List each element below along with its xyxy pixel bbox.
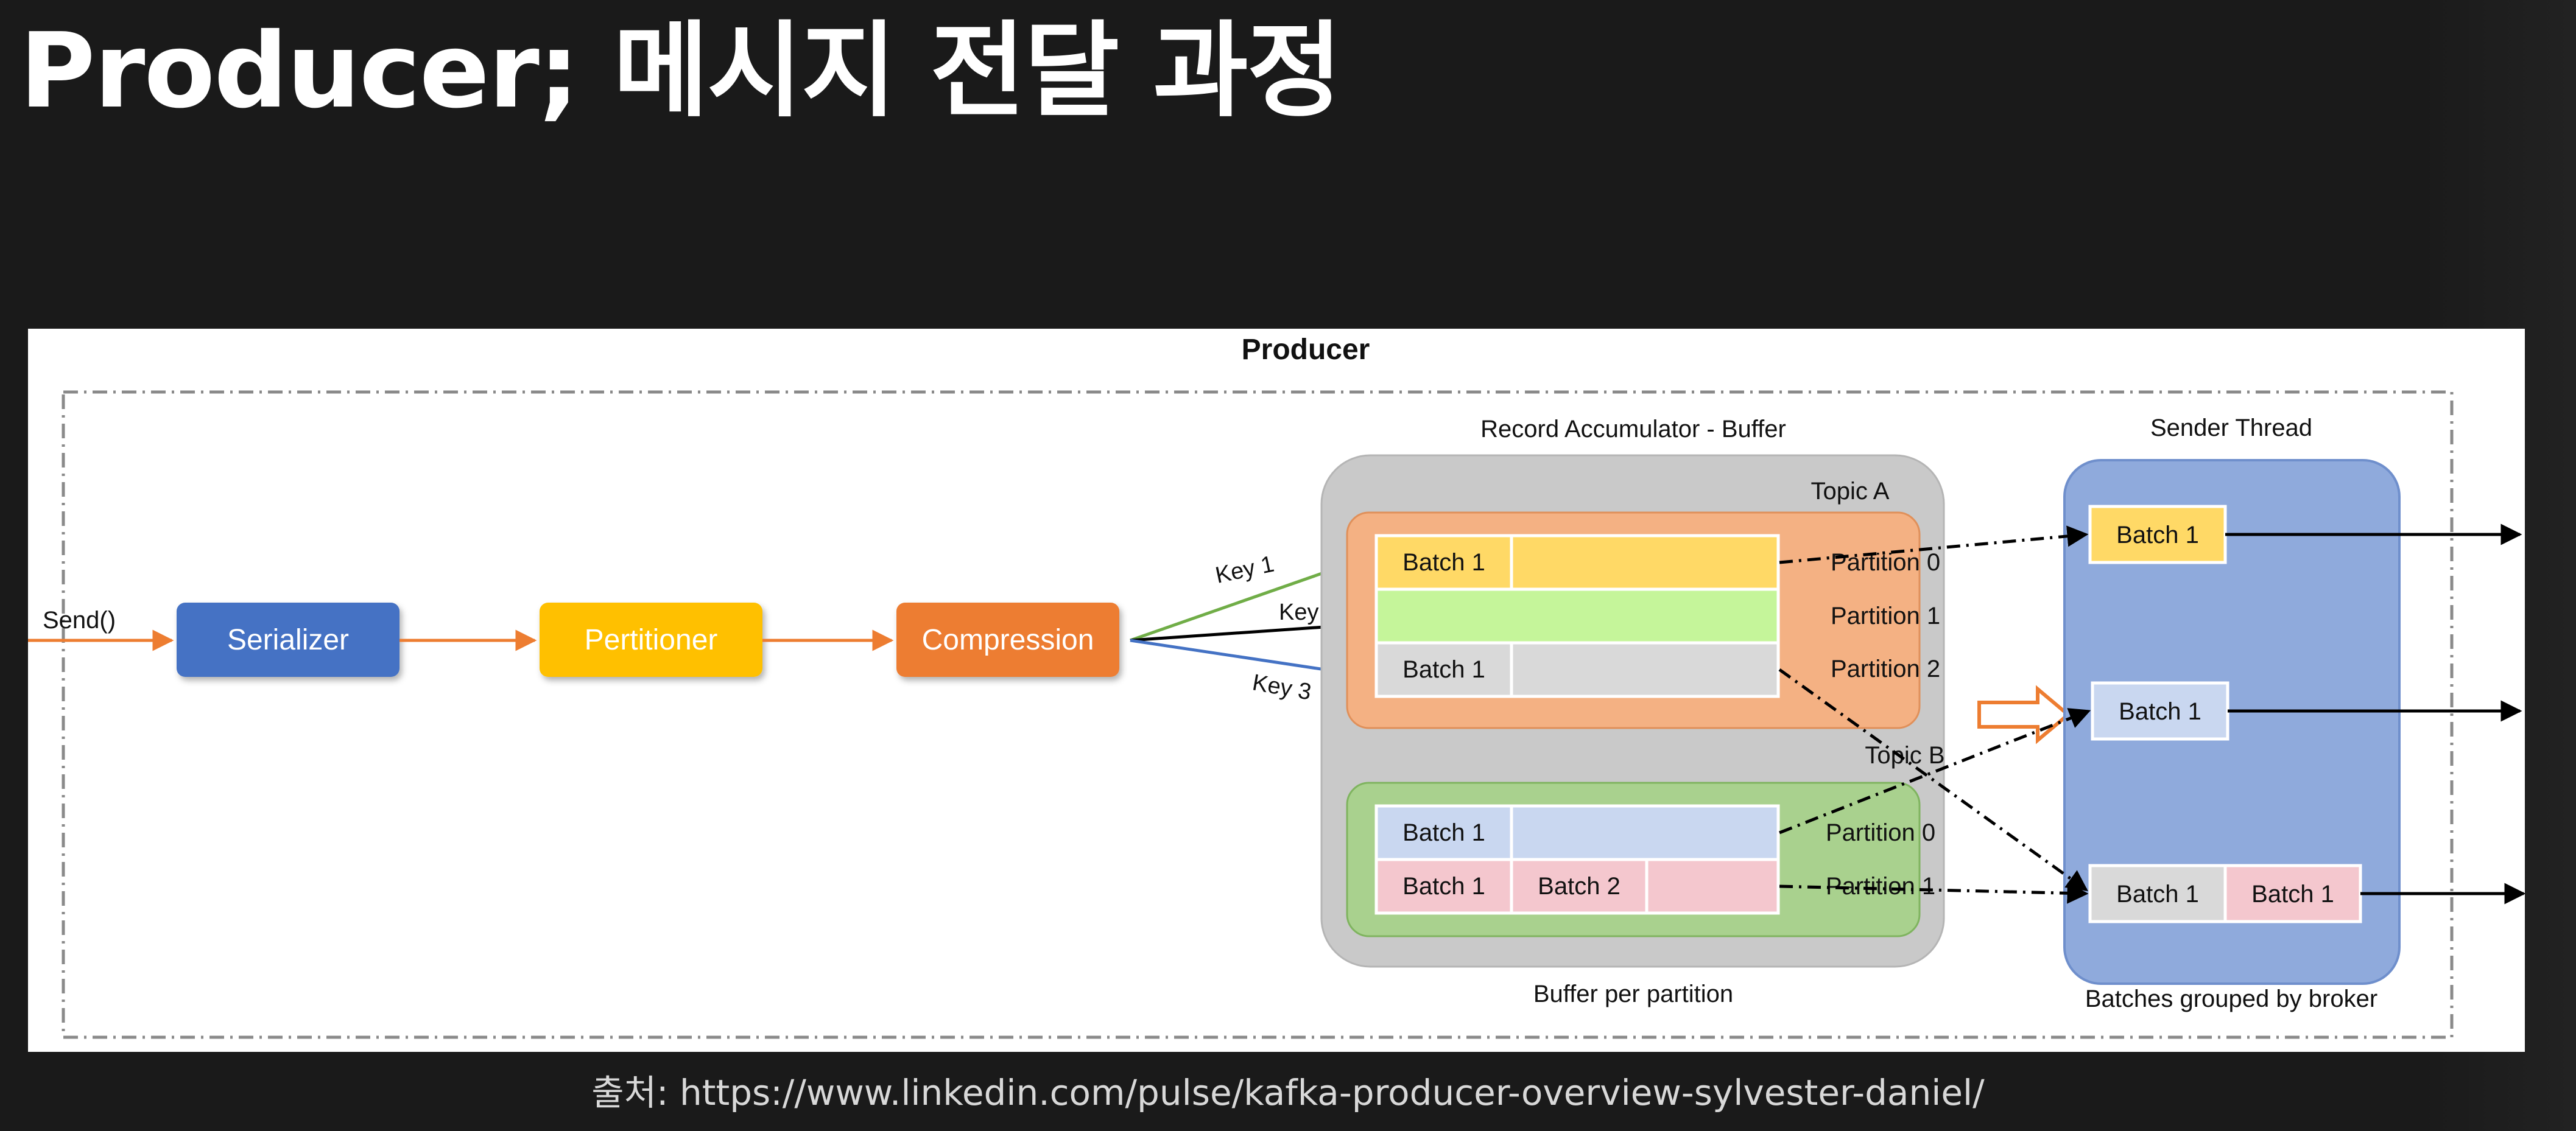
topic-a-p1-free: [1374, 587, 1780, 645]
link-topic-a-p2-to-sender: [1778, 668, 2088, 892]
topic-b-partition0-label: Partition 0: [1826, 819, 1935, 846]
sender-thread-title: Sender Thread: [2150, 415, 2312, 441]
partitioner-label: Pertitioner: [585, 624, 718, 656]
producer-boundary: [62, 390, 2454, 1039]
topic-b-p1-free: [1645, 858, 1780, 915]
link-topic-b-p1-to-sender: [1779, 882, 2089, 904]
sender-batch-yellow-label: Batch 1: [2116, 522, 2199, 548]
sender-thread-box: [2063, 459, 2401, 985]
serializer-label: Serializer: [227, 624, 349, 656]
sender-batch-gray: [2088, 864, 2227, 923]
topic-b-p1-batch2: [1510, 858, 1649, 915]
topic-a-p0-batch1: [1374, 534, 1513, 591]
topic-a-p2-free: [1510, 641, 1780, 698]
link-topic-a-p0-to-sender: [1779, 525, 2089, 564]
sender-batch-blue-label: Batch 1: [2119, 698, 2201, 725]
topic-b-p0-free: [1510, 804, 1780, 861]
flow-hollow-arrow-icon: [1977, 685, 2071, 744]
topic-a-p0-free: [1510, 534, 1780, 591]
topic-b-p0-batch1-label: Batch 1: [1402, 819, 1485, 846]
sender-batch-pink-label: Batch 1: [2251, 881, 2334, 908]
key1-label: Key 1: [1213, 551, 1276, 589]
topic-b-p1-batch2-label: Batch 2: [1538, 873, 1621, 900]
compression-label: Compression: [922, 624, 1094, 656]
sender-batch-blue: [2091, 681, 2229, 741]
accumulator-footer: Buffer per partition: [1533, 981, 1733, 1007]
topic-a-p0-batch1-label: Batch 1: [1402, 549, 1485, 576]
slide-title: Producer; 메시지 전달 과정: [19, 11, 1342, 131]
partitioner-box: [540, 603, 762, 677]
sender-batch-gray-label: Batch 1: [2116, 881, 2199, 908]
topic-b-p0-batch1: [1374, 804, 1513, 861]
topic-b-p1-batch1-label: Batch 1: [1402, 873, 1485, 900]
send-label: Send(): [43, 607, 116, 634]
topic-b-label: Topic B: [1865, 742, 1944, 769]
serializer-box: [177, 603, 399, 677]
sender-thread-footer: Batches grouped by broker: [2085, 986, 2377, 1012]
sender-batch-pink: [2223, 864, 2362, 923]
source-citation: 출처: https://www.linkedin.com/pulse/kafka…: [591, 1072, 1985, 1113]
topic-a-label: Topic A: [1811, 478, 1890, 505]
key3-label: Key 3: [1250, 670, 1313, 705]
topic-a-partition2-label: Partition 2: [1831, 656, 1940, 682]
producer-diagram: Producer Send() Serializer Pertitioner C…: [28, 329, 2525, 1052]
diagram-title: Producer: [1242, 334, 1370, 366]
topic-b-partition1-label: Partition 1: [1826, 873, 1935, 900]
compression-box: [896, 603, 1119, 677]
topic-a-partition0-label: Partition 0: [1831, 549, 1940, 576]
topic-a-p2-batch1: [1374, 641, 1513, 698]
topic-a-partition1-label: Partition 1: [1831, 603, 1940, 629]
accumulator-title: Record Accumulator - Buffer: [1480, 416, 1786, 443]
topic-a-p2-batch1-label: Batch 1: [1402, 656, 1485, 683]
